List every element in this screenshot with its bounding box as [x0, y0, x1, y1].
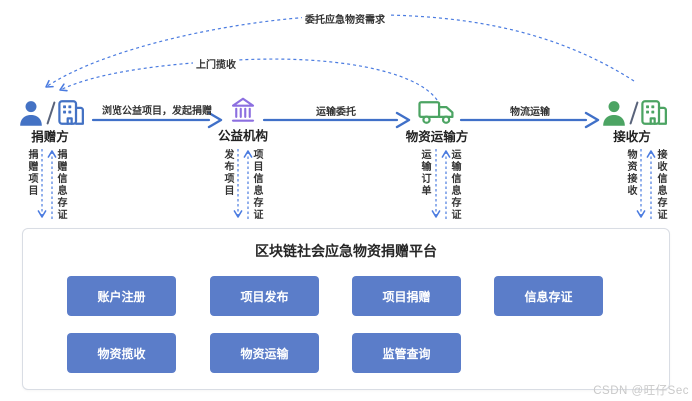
building-icon [641, 100, 667, 125]
platform-link-lines [37, 149, 656, 219]
info-certificate-button[interactable]: 信息存证 [494, 276, 603, 316]
truck-icon [418, 101, 454, 124]
donor-down-label: 捐赠项目 [26, 149, 37, 197]
transporter-down-label: 运输订单 [419, 149, 430, 197]
supervision-query-button[interactable]: 监管查询 [352, 333, 461, 373]
project-publish-button[interactable]: 项目发布 [210, 276, 319, 316]
bank-icon [231, 97, 255, 122]
solid-flow-arrows [91, 111, 600, 129]
flow-logistics-label: 物流运输 [510, 107, 550, 118]
entity-charity-label: 公益机构 [217, 129, 268, 143]
supplies-pickup-button[interactable]: 物资揽收 [67, 333, 176, 373]
platform-panel: 区块链社会应急物资捐赠平台 账户注册 项目发布 项目捐赠 信息存证 物资揽收 物… [22, 228, 670, 390]
watermark: CSDN @旺仔Sec [593, 385, 689, 397]
entity-receiver-label: 接收方 [613, 130, 651, 144]
flow-browse-donate-label: 浏览公益项目，发起捐赠 [102, 106, 212, 117]
platform-title: 区块链社会应急物资捐赠平台 [255, 243, 437, 259]
person-icon [603, 101, 625, 126]
charity-up-label: 项目信息存证 [251, 149, 262, 221]
receiver-down-label: 物资接收 [625, 149, 636, 197]
person-icon [20, 101, 42, 126]
dashed-flow-demand-curve [45, 14, 635, 88]
dashed-flow-pickup-curve [59, 58, 438, 101]
transporter-up-label: 运输信息存证 [449, 149, 460, 221]
flow-transport-commission-label: 运输委托 [316, 107, 356, 118]
building-icon [58, 100, 84, 125]
account-register-button[interactable]: 账户注册 [67, 276, 176, 316]
dashed-flow-demand-label: 委托应急物资需求 [302, 11, 388, 26]
entity-transporter-label: 物资运输方 [405, 130, 469, 144]
donor-up-label: 捐赠信息存证 [55, 149, 66, 221]
receiver-up-label: 接收信息存证 [655, 149, 666, 221]
supplies-transport-button[interactable]: 物资运输 [210, 333, 319, 373]
entity-donor-label: 捐赠方 [31, 130, 69, 144]
project-donate-button[interactable]: 项目捐赠 [352, 276, 461, 316]
dashed-flow-pickup-label: 上门揽收 [193, 56, 239, 71]
charity-down-label: 发布项目 [222, 149, 233, 197]
